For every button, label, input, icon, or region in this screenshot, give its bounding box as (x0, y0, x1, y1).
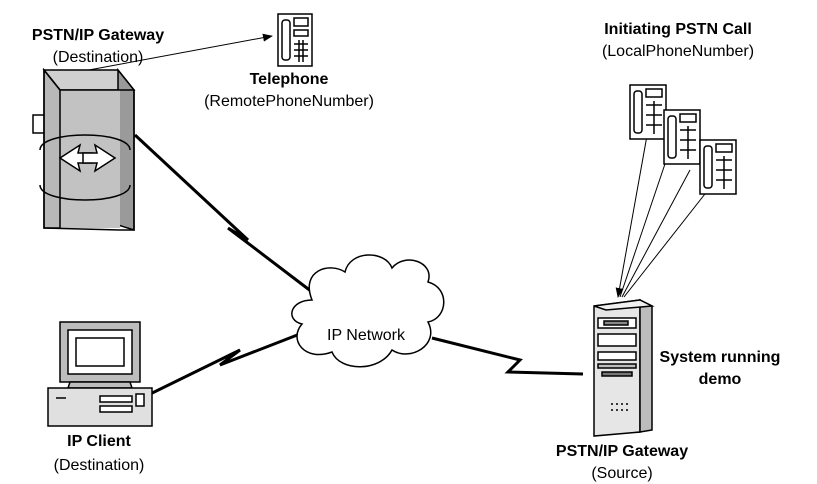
telephone-icon (699, 139, 737, 195)
gateway-icon (32, 67, 136, 232)
phone-lines (615, 129, 713, 298)
telephone-subtitle: (RemotePhoneNumber) (204, 93, 374, 110)
client-network-link (141, 330, 306, 400)
ip-client-title: IP Client (67, 433, 131, 450)
initiating-call-title: Initiating PSTN Call (604, 21, 752, 38)
cloud-icon (291, 254, 445, 368)
network-label: IP Network (327, 327, 406, 344)
computer-icon (47, 321, 153, 427)
gateway-network-link (133, 133, 321, 300)
telephone-title: Telephone (250, 71, 329, 88)
gateway-to-telephone-line (77, 33, 273, 73)
gateway-source-subtitle: (Source) (591, 465, 652, 482)
initiating-call-subtitle: (LocalPhoneNumber) (602, 43, 754, 60)
ip-client-subtitle: (Destination) (54, 457, 145, 474)
system-label-line1: System running (660, 349, 781, 366)
telephone-icon (629, 84, 667, 140)
gateway-destination-subtitle: (Destination) (53, 49, 144, 66)
system-label-line2: demo (699, 371, 742, 388)
telephone-icon (663, 109, 701, 165)
initiating-phones (629, 84, 737, 195)
gateway-source-title: PSTN/IP Gateway (556, 443, 688, 460)
server-icon (593, 298, 655, 437)
telephone-icon (277, 13, 313, 67)
gateway-destination-title: PSTN/IP Gateway (32, 27, 164, 44)
network-server-link (431, 336, 584, 376)
